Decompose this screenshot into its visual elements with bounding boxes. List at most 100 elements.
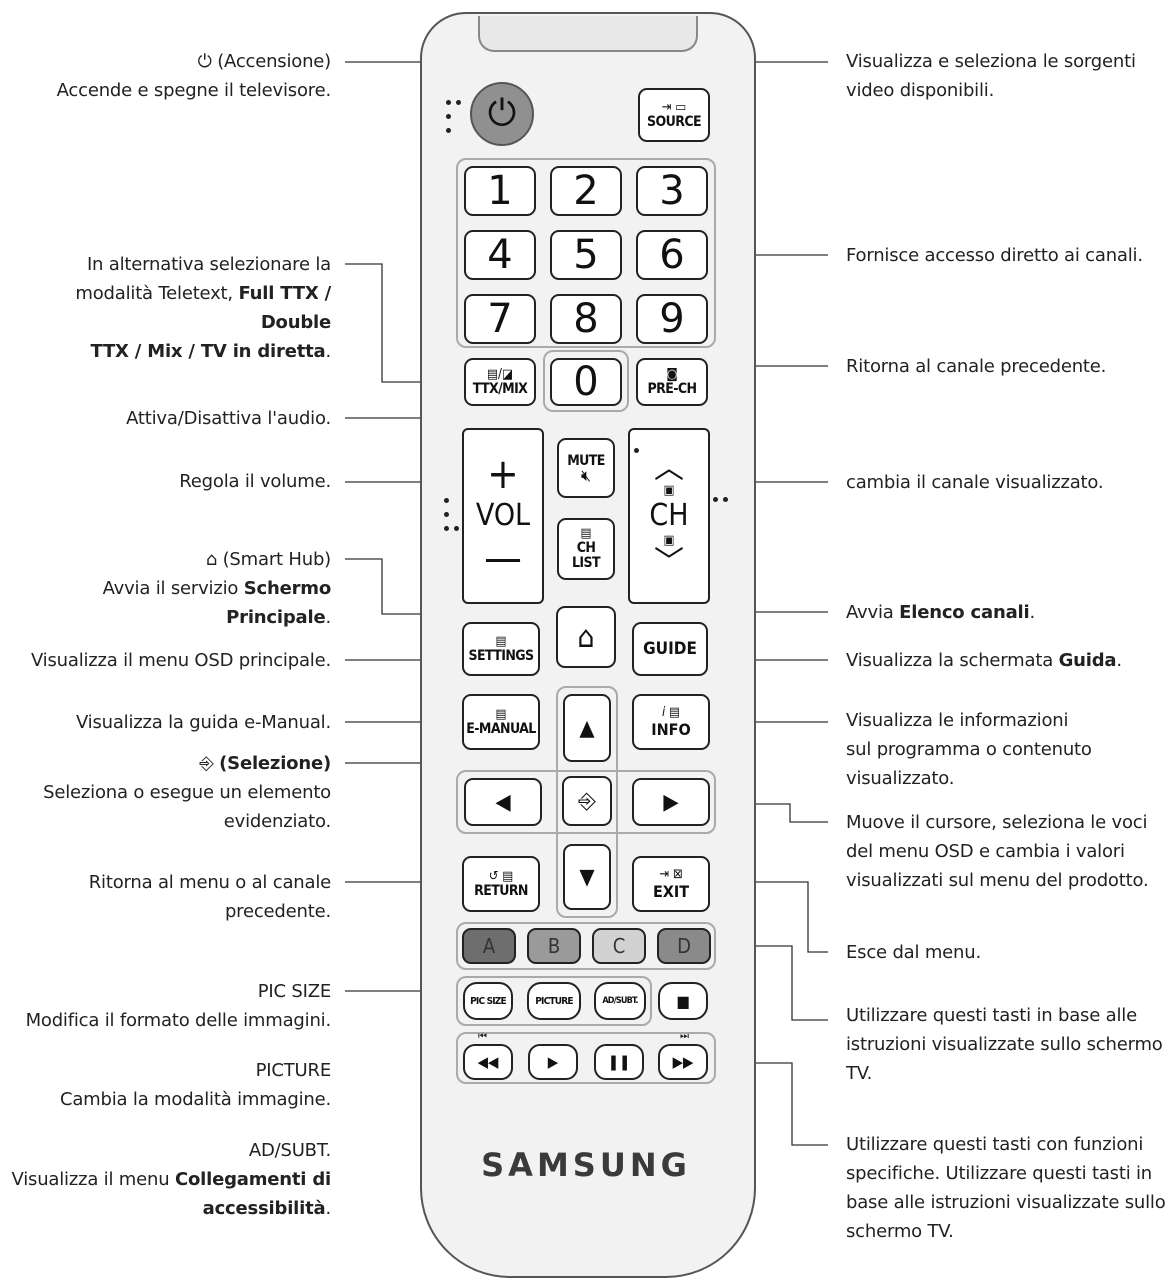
arrow-right-icon: ▶ <box>663 789 679 815</box>
digit-8-button[interactable]: 8 <box>550 294 622 344</box>
return-button[interactable]: ↺ ▤ RETURN <box>462 856 540 912</box>
color-buttons-group <box>456 922 716 970</box>
source-annotation: Visualizza e seleziona le sorgenti video… <box>846 47 1136 105</box>
down-button[interactable]: ▼ <box>563 844 611 910</box>
digit-9-button[interactable]: 9 <box>636 294 708 344</box>
mic-dot <box>456 100 461 105</box>
volume-rocker[interactable]: + VOL — <box>462 428 544 604</box>
select-annotation: ⎆ (Selezione) Seleziona o esegue un elem… <box>43 749 331 836</box>
guide-button[interactable]: GUIDE <box>632 622 708 676</box>
ttx-mix-button[interactable]: ▤/◪ TTX/MIX <box>464 358 536 406</box>
power-icon: ⏻ <box>487 93 517 134</box>
power-description: Accende e spegne il televisore. <box>56 80 332 101</box>
mic-dot <box>446 114 451 119</box>
return-icon: ↺ ▤ <box>488 868 514 884</box>
digit-2-button[interactable]: 2 <box>550 166 622 216</box>
source-button[interactable]: ⇥ ▭ SOURCE <box>638 88 710 142</box>
number-pad-group <box>456 158 716 348</box>
ch-list-button[interactable]: ▤ CH LIST <box>557 518 615 580</box>
ttx-desc-line1: In alternativa selezionare la <box>86 254 331 275</box>
info-label: INFO <box>651 719 691 739</box>
right-button[interactable]: ▶ <box>632 778 710 826</box>
cursor-desc-line2: del menu OSD e cambia i valori <box>846 841 1125 862</box>
chlist-desc: Avvia <box>846 602 894 623</box>
exit-button[interactable]: ⇥ ⊠ EXIT <box>632 856 710 912</box>
digit-7-button[interactable]: 7 <box>464 294 536 344</box>
mute-label: MUTE <box>567 452 605 469</box>
chlist-annotation: Avvia Elenco canali. <box>846 598 1035 627</box>
ch-annotation: cambia il canale visualizzato. <box>846 472 1104 493</box>
enter-button[interactable]: ⎆ <box>562 776 612 826</box>
return-desc-line1: Ritorna al menu o al canale <box>88 872 331 893</box>
color-button-c[interactable]: C <box>592 928 646 964</box>
media-desc-line2: specifiche. Utilizzare questi tasti in <box>846 1163 1153 1184</box>
chlist-label-1: CH <box>576 540 596 556</box>
chlist-icon: ▤ <box>580 526 592 541</box>
pic-size-button[interactable]: PIC SIZE <box>463 982 513 1020</box>
digit-5-button[interactable]: 5 <box>550 230 622 280</box>
prech-annotation: Ritorna al canale precedente. <box>846 356 1107 377</box>
digit-6-button[interactable]: 6 <box>636 230 708 280</box>
source-icon: ⇥ ▭ <box>661 99 687 115</box>
emanual-icon: ▤ <box>495 706 507 722</box>
vol-dot <box>444 526 449 531</box>
fast-forward-button[interactable]: ▶▶ <box>658 1044 708 1080</box>
info-annotation: Visualizza le informazioni sul programma… <box>846 706 1092 793</box>
settings-button[interactable]: ▤ SETTINGS <box>462 622 540 676</box>
ad-subt-button[interactable]: AD/SUBT. <box>594 982 646 1020</box>
digit-0-button[interactable]: 0 <box>550 358 622 406</box>
ttx-desc-bold: Full TTX / Double <box>238 283 331 333</box>
select-title: (Selezione) <box>219 753 331 774</box>
channel-down-icon: ﹀ <box>654 545 684 580</box>
home-button[interactable]: ⌂ <box>556 606 616 668</box>
up-button[interactable]: ▲ <box>563 694 611 762</box>
color-button-b[interactable]: B <box>527 928 581 964</box>
media-desc-line3: base alle istruzioni visualizzate sullo <box>846 1192 1166 1213</box>
mic-dot <box>446 100 451 105</box>
digit-1-button[interactable]: 1 <box>464 166 536 216</box>
rewind-icon: ◀◀ <box>477 1053 499 1071</box>
color-desc-line1: Utilizzare questi tasti in base alle <box>846 1005 1137 1026</box>
settings-annotation: Visualizza il menu OSD principale. <box>30 650 331 671</box>
teletext-icon: ▤/◪ <box>486 366 514 382</box>
stop-button[interactable]: ■ <box>658 982 708 1020</box>
rewind-button[interactable]: ◀◀ <box>463 1044 513 1080</box>
color-button-d[interactable]: D <box>657 928 711 964</box>
source-label: SOURCE <box>647 113 702 130</box>
pre-ch-button[interactable]: ◙ PRE-CH <box>636 358 708 406</box>
media-buttons-group <box>456 1032 716 1084</box>
power-icon: ⏻ <box>197 51 212 72</box>
home-icon: ⌂ <box>577 619 595 655</box>
media-desc-line4: schermo TV. <box>846 1221 954 1242</box>
guide-desc-bold: Guida <box>1058 650 1117 671</box>
guide-desc: Visualizza la schermata <box>846 650 1054 671</box>
vol-annotation: Regola il volume. <box>179 471 331 492</box>
ttx-desc-line3: TTX / Mix / TV in diretta <box>90 341 326 362</box>
mic-dot <box>446 128 451 133</box>
adsubt-desc: Visualizza il menu <box>11 1169 170 1190</box>
play-button[interactable]: ▶ <box>528 1044 578 1080</box>
color-button-a[interactable]: A <box>462 928 516 964</box>
power-button[interactable]: ⏻ <box>470 82 534 146</box>
ch-dot <box>713 497 718 502</box>
mute-button[interactable]: MUTE 🔇︎ <box>557 438 615 498</box>
arrow-down-icon: ▼ <box>579 864 595 890</box>
digit-3-button[interactable]: 3 <box>636 166 708 216</box>
left-button[interactable]: ◀ <box>464 778 542 826</box>
picture-label: PICTURE <box>535 995 573 1007</box>
exit-annotation: Esce dal menu. <box>846 942 981 963</box>
chlist-desc-bold: Elenco canali <box>899 602 1030 623</box>
adsubt-title: AD/SUBT. <box>248 1140 331 1161</box>
e-manual-button[interactable]: ▤ E-MANUAL <box>462 694 540 750</box>
info-button[interactable]: i ▤ INFO <box>632 694 710 750</box>
adsubt-desc-bold2: accessibilità <box>202 1198 326 1219</box>
ttx-desc-line2: modalità Teletext, <box>75 283 233 304</box>
picture-button[interactable]: PICTURE <box>527 982 581 1020</box>
picsize-label: PIC SIZE <box>470 995 507 1007</box>
pause-button[interactable]: ❚❚ <box>594 1044 644 1080</box>
cursor-desc-line1: Muove il cursore, seleziona le voci <box>846 812 1148 833</box>
digit-4-button[interactable]: 4 <box>464 230 536 280</box>
ttx-desc-end: . <box>325 341 331 362</box>
channel-rocker[interactable]: ︿ ▣ CH ▣ ﹀ <box>628 428 710 604</box>
